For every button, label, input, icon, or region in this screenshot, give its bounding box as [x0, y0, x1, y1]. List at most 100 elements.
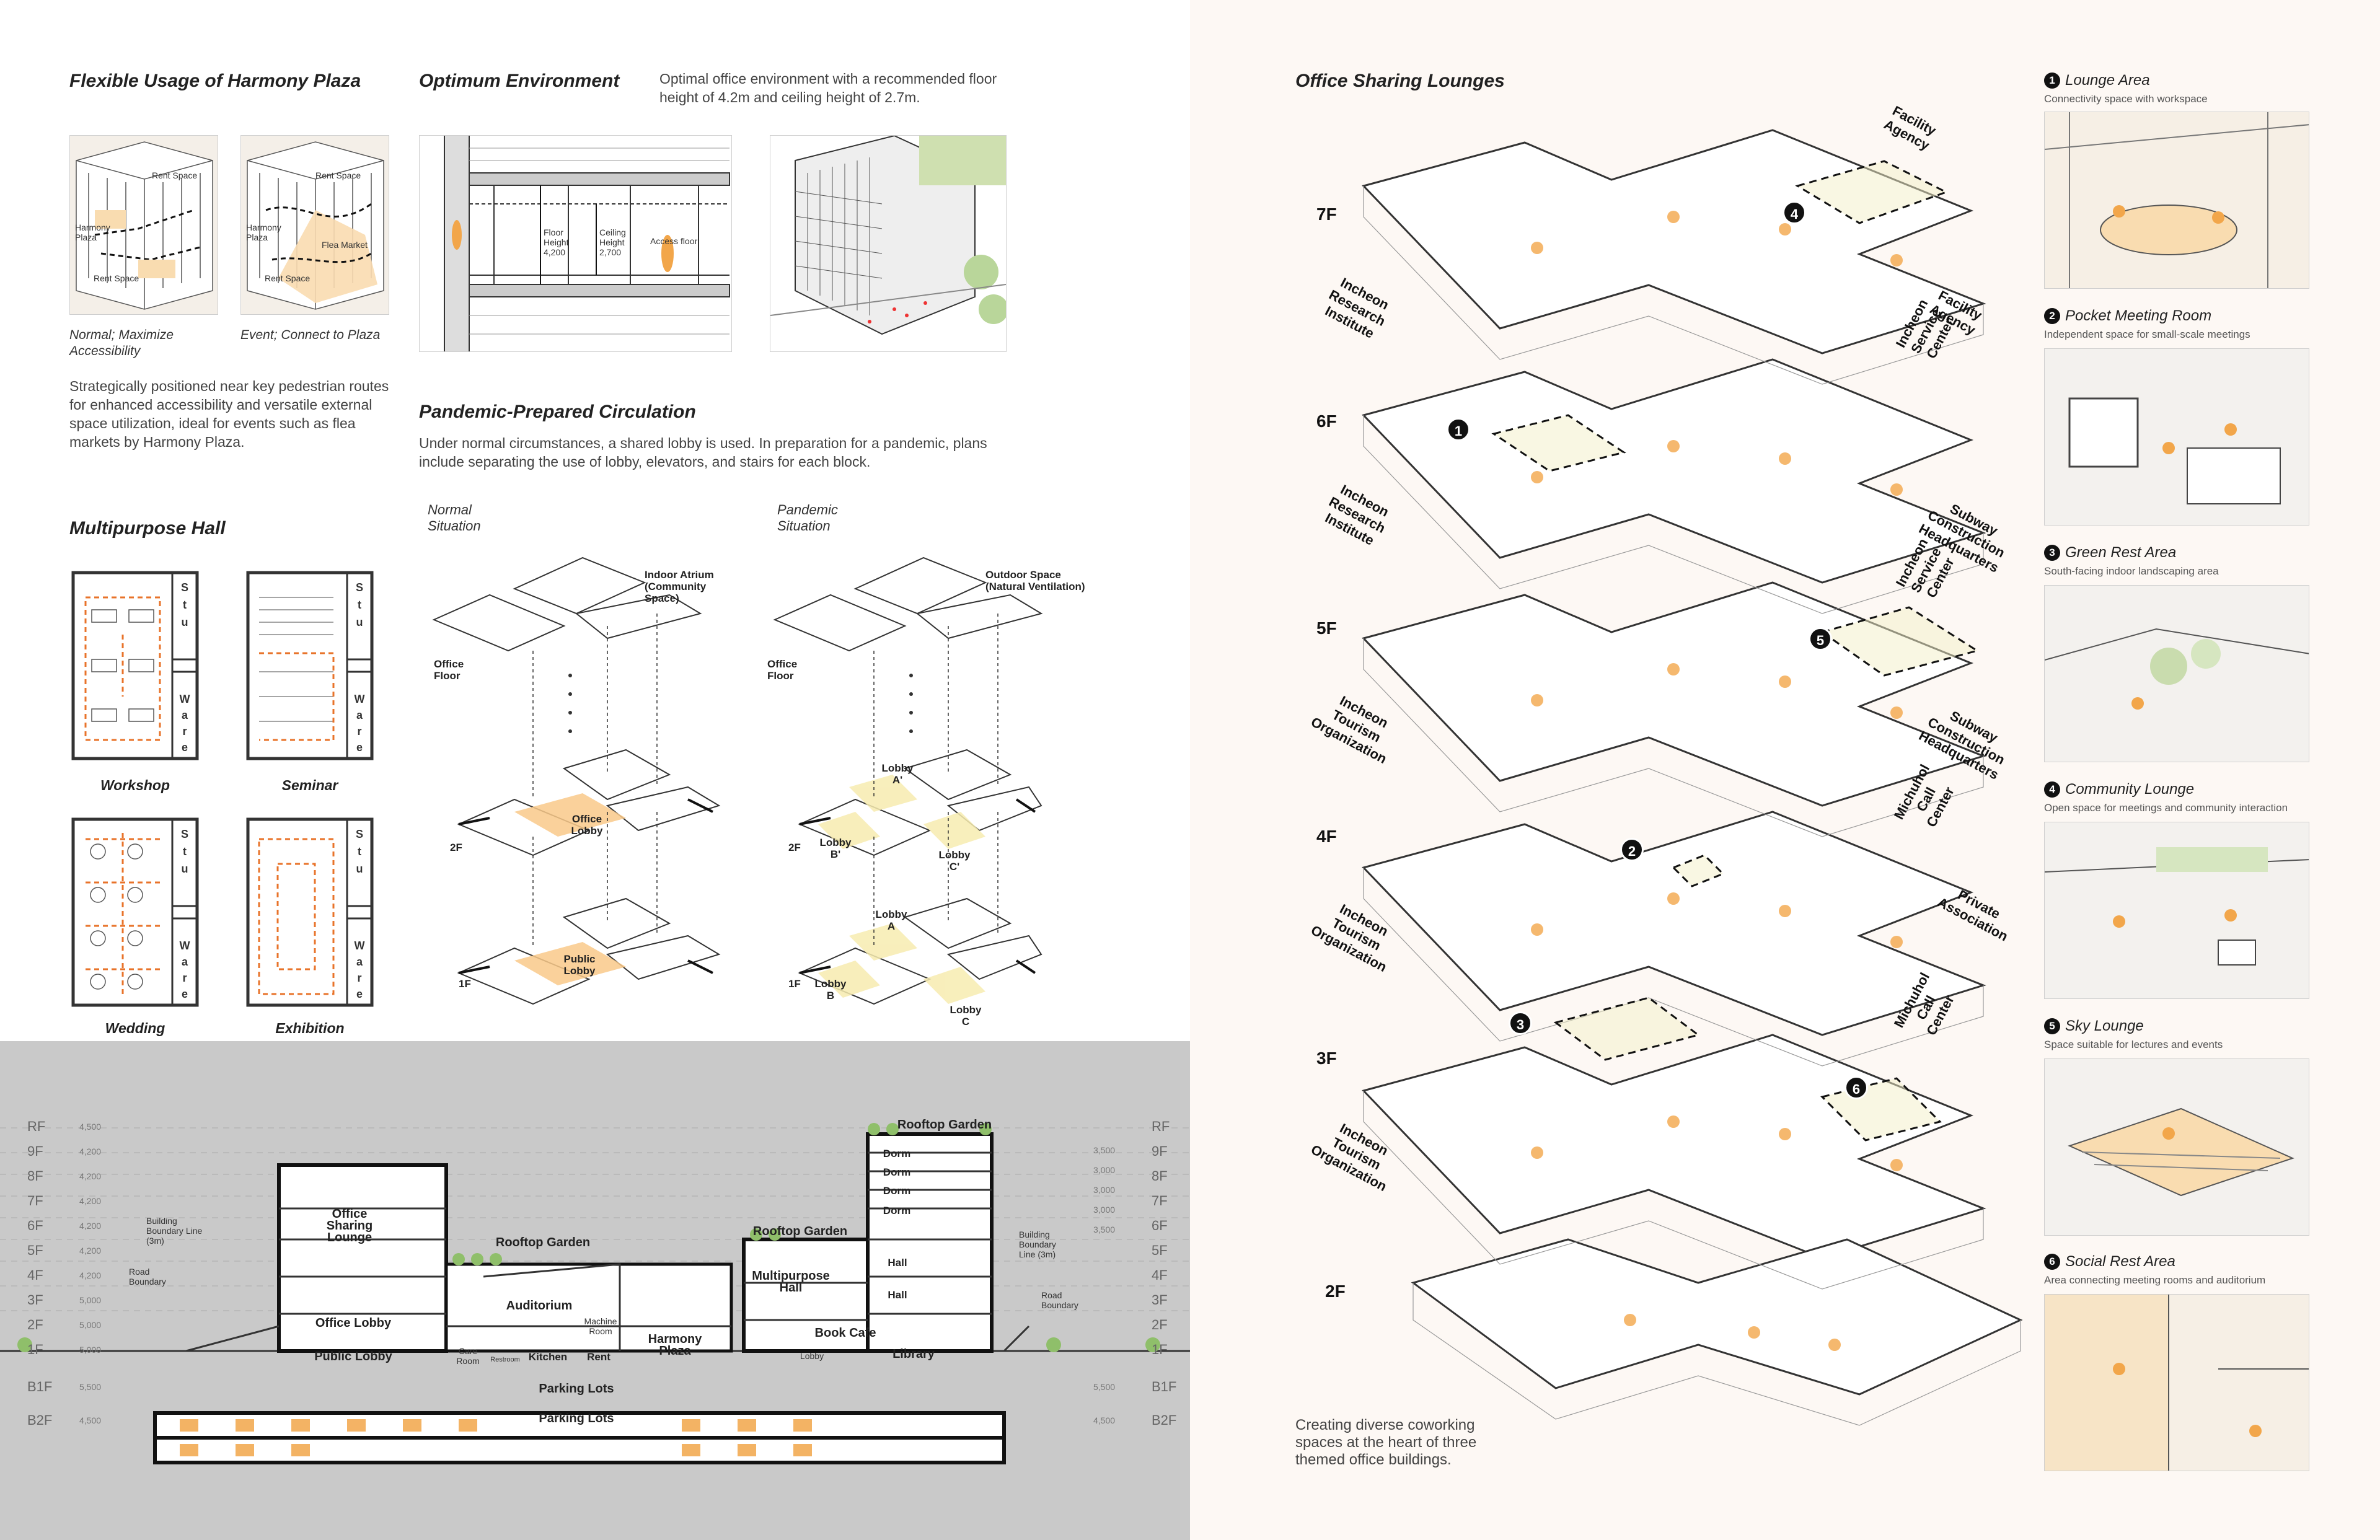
sec-hall-1: Hall: [888, 1257, 907, 1269]
tag-lobby-b: Lobby B: [814, 978, 847, 1001]
sec-restroom: Restroom: [490, 1356, 520, 1363]
building-exterior-diagram: [770, 135, 1007, 352]
sec-left-height-11: 5,500: [79, 1382, 102, 1392]
sec-left-height-10: 5,000: [79, 1345, 102, 1355]
sec-right-height-5: 3,500: [1093, 1225, 1116, 1234]
callout-2-desc: Independent space for small-scale meetin…: [2044, 328, 2250, 340]
plaza-normal-label-1: Rent Space: [152, 170, 198, 180]
svg-text:a: a: [182, 956, 188, 968]
sec-left-floor-8f: 8F: [27, 1168, 43, 1184]
lounge-floor-7f: 7F: [1316, 205, 1337, 224]
sec-left-floor-3f: 3F: [27, 1292, 43, 1308]
lounge-axonometric-stack: [1362, 129, 2023, 1426]
sec-boundary-left: Building Boundary Line (3m): [146, 1216, 203, 1246]
sec-rooftop-garden-2: Rooftop Garden: [752, 1225, 848, 1238]
svg-text:t: t: [183, 599, 187, 611]
lounges-footer: Creating diverse coworking spaces at the…: [1295, 1417, 1477, 1468]
building-section: [0, 1123, 1190, 1475]
plan-wedding-label: Wedding: [105, 1020, 165, 1036]
sec-rooftop-garden-1: Rooftop Garden: [495, 1236, 591, 1249]
sec-left-height-5: 4,200: [79, 1221, 102, 1231]
sec-right-floor-8f: 8F: [1152, 1168, 1168, 1184]
sec-dorm-1: Dorm: [883, 1148, 911, 1159]
environment-title: Optimum Environment: [419, 71, 620, 91]
badge-5[interactable]: 5: [1809, 627, 1832, 651]
svg-text:r: r: [357, 972, 361, 984]
callout-6-number: 6: [2044, 1254, 2060, 1270]
badge-2[interactable]: 2: [1620, 838, 1644, 861]
svg-text:r: r: [182, 725, 187, 737]
sec-left-height-3: 4,200: [79, 1171, 102, 1181]
callout-6-title: 6 Social Rest Area: [2044, 1253, 2175, 1270]
sec-left-height-6: 4,200: [79, 1246, 102, 1256]
tag-indoor-atrium: Indoor Atrium (Community Space): [645, 569, 714, 604]
tag-lobby-b-prime: Lobby B': [819, 837, 852, 860]
badge-1[interactable]: 1: [1447, 418, 1470, 441]
svg-text:W: W: [355, 693, 365, 705]
callout-4-desc: Open space for meetings and community in…: [2044, 802, 2288, 814]
access-floor-label: Access floor: [650, 236, 698, 246]
normal-situation-label: Normal Situation: [428, 502, 481, 534]
svg-text:e: e: [182, 741, 188, 754]
sec-dorm-4: Dorm: [883, 1205, 911, 1217]
callout-4-text: Community Lounge: [2065, 781, 2195, 798]
svg-text:e: e: [356, 988, 363, 1000]
sec-right-floor-rf: RF: [1152, 1119, 1170, 1134]
svg-text:W: W: [180, 693, 190, 705]
sec-right-height-11: 5,500: [1093, 1382, 1116, 1392]
sec-right-height-2: 3,000: [1093, 1165, 1116, 1175]
sec-left-floor-6f: 6F: [27, 1218, 43, 1233]
svg-text:u: u: [182, 863, 188, 875]
sec-left-floor-1f: 1F: [27, 1342, 43, 1357]
callout-3-text: Green Rest Area: [2065, 544, 2177, 561]
sec-library: Library: [892, 1347, 935, 1361]
svg-text:u: u: [356, 863, 363, 875]
svg-text:r: r: [182, 972, 187, 984]
callout-6-text: Social Rest Area: [2065, 1253, 2175, 1270]
badge-3[interactable]: 3: [1509, 1011, 1532, 1035]
sec-left-floor-b2f: B2F: [27, 1412, 53, 1428]
sec-care-room: Care Room: [456, 1346, 480, 1366]
sec-right-floor-6f: 6F: [1152, 1218, 1168, 1233]
plaza-normal-diagram: Rent Space Harmony Plaza Rent Space: [69, 135, 218, 315]
svg-text:t: t: [358, 845, 361, 858]
sec-hall-2: Hall: [888, 1289, 907, 1301]
sec-right-floor-1f: 1F: [1152, 1342, 1168, 1357]
callout-3-image: [2044, 585, 2309, 762]
callout-1-text: Lounge Area: [2065, 72, 2150, 89]
sec-left-floor-5f: 5F: [27, 1243, 43, 1258]
sec-lobby: Lobby: [800, 1351, 824, 1361]
tag-2f-normal: 2F: [450, 842, 462, 853]
svg-text:e: e: [356, 741, 363, 754]
svg-text:W: W: [355, 939, 365, 952]
sec-office-sharing-lounge: Office Sharing Lounge: [326, 1207, 373, 1244]
tag-lobby-a-prime: Lobby A': [881, 762, 914, 786]
svg-text:a: a: [356, 956, 363, 968]
plaza-event-label-1: Rent Space: [315, 170, 361, 180]
sec-auditorium: Auditorium: [506, 1299, 573, 1313]
sec-book-cafe: Book Cafe: [814, 1326, 876, 1340]
callout-5-desc: Space suitable for lectures and events: [2044, 1039, 2223, 1050]
plaza-event-label-2: Harmony Plaza: [246, 222, 281, 242]
sec-parking-1: Parking Lots: [539, 1382, 614, 1396]
svg-text:S: S: [181, 581, 188, 594]
badge-4[interactable]: 4: [1783, 201, 1806, 224]
sec-rent: Rent: [587, 1351, 610, 1363]
svg-text:S: S: [181, 828, 188, 840]
badge-6[interactable]: 6: [1844, 1076, 1868, 1099]
svg-text:S: S: [356, 828, 363, 840]
svg-text:t: t: [358, 599, 361, 611]
sec-rooftop-garden-3: Rooftop Garden: [897, 1118, 992, 1132]
sec-left-floor-b1f: B1F: [27, 1379, 53, 1394]
lounge-floor-3f: 3F: [1316, 1049, 1337, 1068]
sec-left-height-1: 4,500: [79, 1122, 102, 1132]
tag-1f-normal: 1F: [459, 978, 471, 990]
tag-outdoor-space: Outdoor Space (Natural Ventilation): [985, 569, 1085, 592]
sec-right-floor-7f: 7F: [1152, 1193, 1168, 1208]
circulation-axonometric: [432, 557, 1043, 1005]
callout-6-image: [2044, 1294, 2309, 1471]
callout-3-desc: South-facing indoor landscaping area: [2044, 565, 2219, 577]
svg-text:u: u: [356, 616, 363, 628]
